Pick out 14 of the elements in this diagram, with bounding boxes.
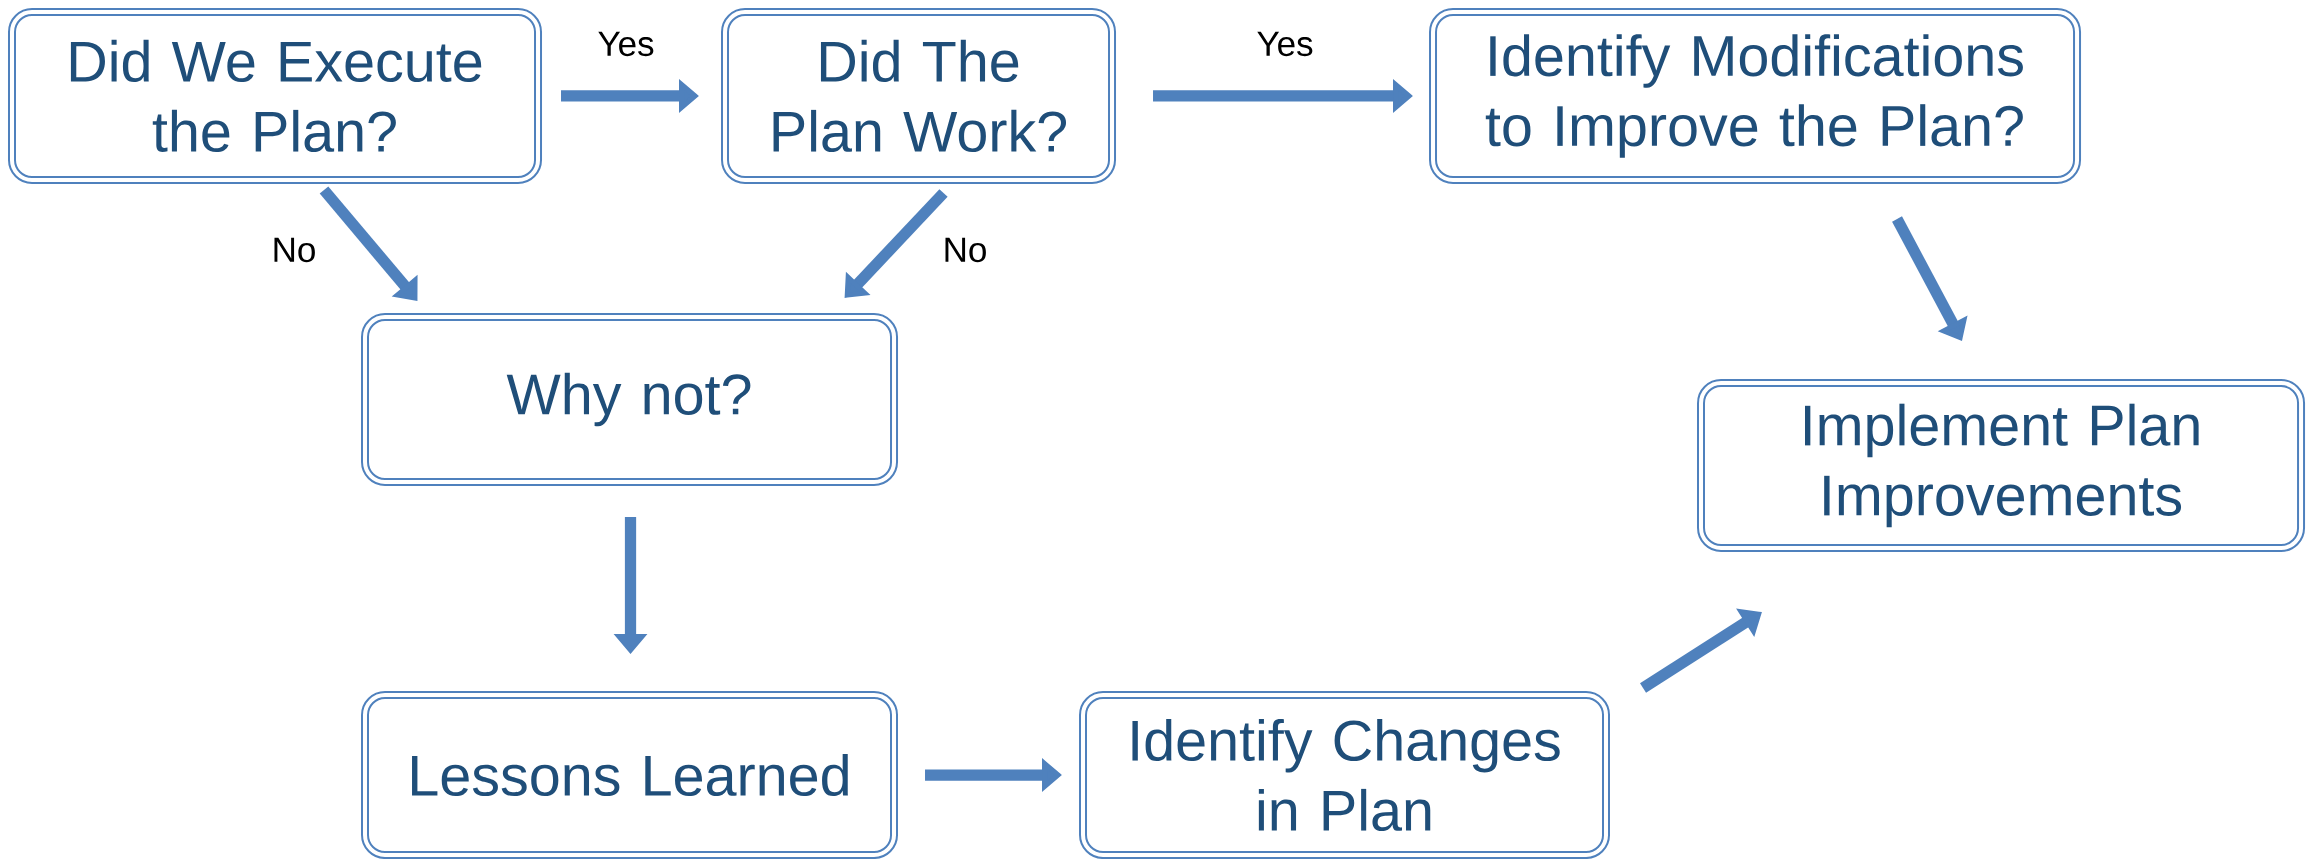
process-box: Why not? — [361, 313, 898, 486]
process-box: Identify Changes in Plan — [1079, 691, 1611, 859]
arrow — [319, 186, 418, 301]
process-box: Implement Plan Improvements — [1697, 379, 2306, 552]
edge-label: No — [945, 237, 986, 263]
edge-label: No — [274, 237, 315, 263]
arrow — [1640, 608, 1762, 693]
process-box: Did We Execute the Plan? — [8, 8, 542, 184]
edge-label: Yes — [598, 31, 654, 57]
process-box: Did The Plan Work? — [721, 8, 1116, 184]
process-box: Identify Modifications to Improve the Plan? — [1429, 8, 2082, 184]
process-box: Lessons Learned — [361, 691, 898, 859]
arrow — [844, 189, 948, 298]
edge-label: Yes — [1257, 31, 1313, 57]
